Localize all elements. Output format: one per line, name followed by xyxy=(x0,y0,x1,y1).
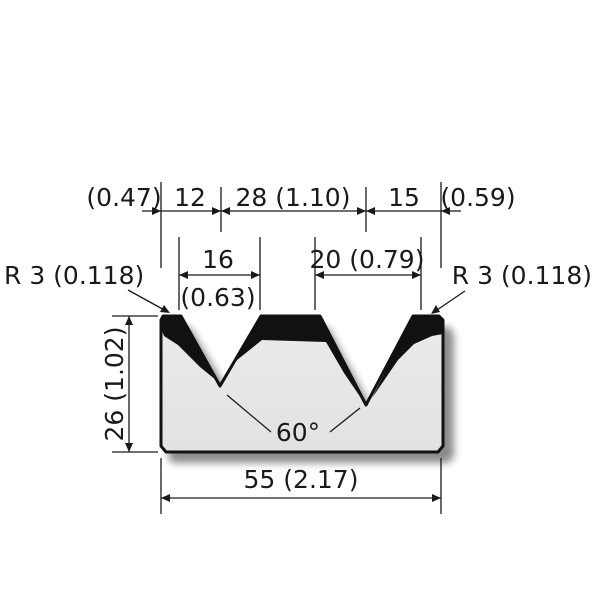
right-v-dimension-line xyxy=(315,271,421,279)
top-dimension-line xyxy=(142,207,461,215)
left-v-opening-inch: (0.63) xyxy=(180,283,255,312)
angle-leaders xyxy=(226,394,361,433)
radius-leaders xyxy=(127,289,466,314)
dim-center: 28 (1.10) xyxy=(236,183,351,212)
left-radius-label: R 3 (0.118) xyxy=(4,261,144,290)
angle-label: 60° xyxy=(276,418,320,447)
dim-left-offset: (0.47) xyxy=(86,183,161,212)
left-v-opening: 16 xyxy=(202,245,234,274)
extension-lines xyxy=(160,182,442,514)
dim-right-offset: (0.59) xyxy=(440,183,515,212)
dim-left-width: 12 xyxy=(174,183,206,212)
right-v-opening: 20 (0.79) xyxy=(310,245,425,274)
die-edge-fills xyxy=(161,316,443,398)
right-radius-label: R 3 (0.118) xyxy=(452,261,592,290)
width-dimension-line xyxy=(161,494,441,502)
width-label: 55 (2.17) xyxy=(244,465,359,494)
left-v-dimension-line xyxy=(179,271,260,279)
dim-right-width: 15 xyxy=(388,183,420,212)
height-label: 26 (1.02) xyxy=(100,327,129,442)
height-dimension-line xyxy=(112,315,158,453)
